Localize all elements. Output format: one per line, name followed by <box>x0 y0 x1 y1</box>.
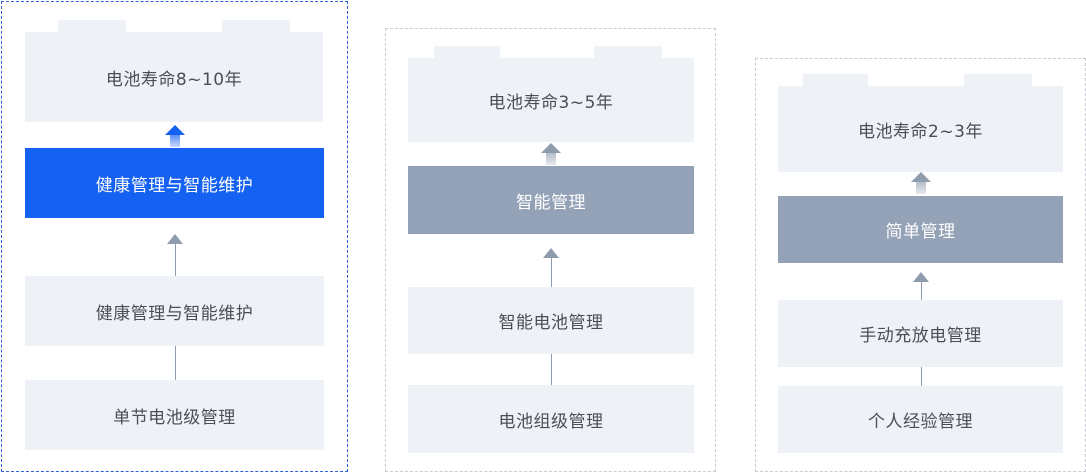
battery-tab-right <box>594 46 662 58</box>
panel-2 <box>385 28 716 472</box>
battery-tab-left <box>803 74 868 86</box>
highlight-box: 简单管理 <box>778 196 1063 263</box>
battery-tab-right <box>964 74 1032 86</box>
up-arrow-icon <box>911 172 931 194</box>
up-arrow-icon <box>167 234 183 244</box>
lifespan-battery-1: 电池寿命8~10年 <box>25 20 323 122</box>
bottom-box: 电池组级管理 <box>408 385 694 453</box>
middle-box: 健康管理与智能维护 <box>25 276 324 346</box>
connector-line <box>174 244 176 276</box>
lifespan-label: 电池寿命2~3年 <box>778 86 1063 172</box>
battery-tab-left <box>58 20 126 32</box>
connector-line <box>550 258 552 287</box>
lifespan-label: 电池寿命3~5年 <box>408 58 694 142</box>
middle-box: 手动充放电管理 <box>778 300 1063 367</box>
lifespan-battery-3: 电池寿命2~3年 <box>778 74 1063 172</box>
lifespan-battery-2: 电池寿命3~5年 <box>408 46 694 142</box>
battery-tab-right <box>222 20 290 32</box>
connector-line <box>550 354 552 385</box>
highlight-box: 健康管理与智能维护 <box>25 148 324 218</box>
up-arrow-icon <box>165 125 185 147</box>
up-arrow-icon <box>913 272 929 282</box>
panel-1 <box>1 1 348 472</box>
bottom-box: 个人经验管理 <box>778 386 1063 453</box>
connector-line <box>174 346 176 380</box>
bottom-box: 单节电池级管理 <box>25 380 324 450</box>
connector-line <box>920 367 922 386</box>
connector-line <box>920 282 922 300</box>
middle-box: 智能电池管理 <box>408 287 694 354</box>
lifespan-label: 电池寿命8~10年 <box>25 32 323 122</box>
battery-tab-left <box>434 46 500 58</box>
up-arrow-icon <box>543 248 559 258</box>
up-arrow-icon <box>541 143 561 165</box>
highlight-box: 智能管理 <box>408 166 694 234</box>
